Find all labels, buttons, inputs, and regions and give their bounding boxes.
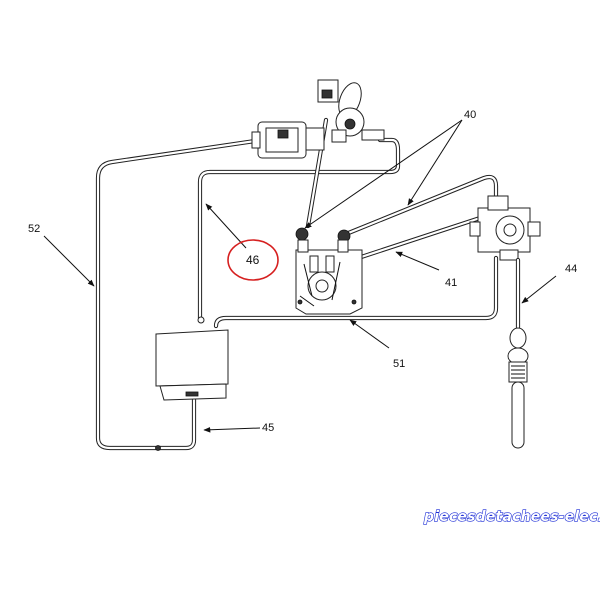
hose-51 [213, 255, 499, 329]
hose-52 [95, 137, 265, 451]
steam-wand [507, 257, 529, 449]
leader-51 [349, 319, 390, 349]
leader-45 [203, 426, 261, 433]
callout-52: 52 [28, 223, 40, 235]
leader-52 [43, 235, 95, 287]
leader-44 [521, 275, 557, 304]
callout-44: 44 [565, 263, 577, 275]
leader-40b [407, 119, 463, 206]
hose-46 [197, 137, 401, 321]
steam-valve [469, 195, 541, 261]
leader-41 [395, 251, 440, 271]
leader-46 [205, 203, 247, 249]
boiler [295, 227, 363, 315]
hose-40 [343, 174, 499, 237]
solenoid-valve [317, 79, 385, 143]
hose-41 [343, 215, 483, 265]
leader-40a [304, 119, 463, 229]
water-tank [155, 329, 229, 451]
callout-40: 40 [464, 109, 476, 121]
watermark-text: piecesdetachees-elec.com [423, 509, 600, 525]
callout-46: 46 [246, 253, 260, 267]
callout-41: 41 [445, 277, 457, 289]
callout-51: 51 [393, 358, 405, 370]
pump [251, 121, 325, 159]
hose-45 [157, 395, 197, 451]
highlight-circle [227, 239, 279, 281]
callout-45: 45 [262, 422, 274, 434]
